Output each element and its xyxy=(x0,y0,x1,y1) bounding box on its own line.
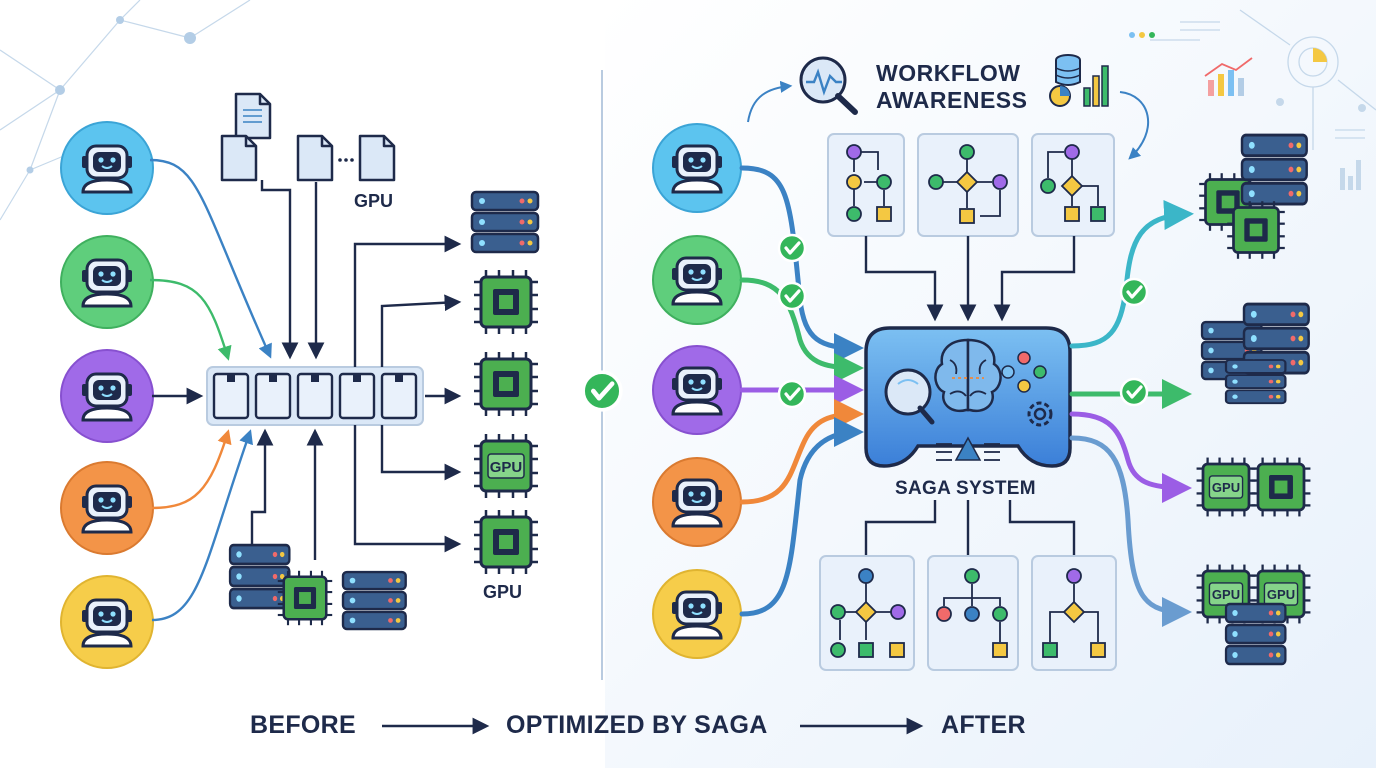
workflow-output-lines xyxy=(864,500,1076,556)
doc-arrows xyxy=(260,180,325,360)
saga-system-label: SAGA SYSTEM xyxy=(895,478,1036,499)
robot-icon xyxy=(670,144,724,194)
cpu-chip-icon xyxy=(472,350,540,418)
robot-icon xyxy=(670,256,724,306)
awareness-arrow xyxy=(1119,91,1149,160)
robot-icon xyxy=(80,258,134,308)
cpu-chip-icon xyxy=(1225,199,1287,261)
document-icon xyxy=(296,134,334,182)
gpu-chip-label: GPU xyxy=(1267,587,1295,602)
network-triangle-icon xyxy=(936,436,1000,461)
network-nodes xyxy=(26,16,196,174)
robot-icon xyxy=(670,366,724,416)
ellipsis-dots xyxy=(338,158,354,162)
server-icon xyxy=(470,190,540,254)
server-icon xyxy=(228,543,291,610)
workflow-graph-icon xyxy=(827,133,905,237)
workflow-graph-icon xyxy=(1031,555,1117,671)
awareness-arrow xyxy=(747,80,793,123)
robot-icon xyxy=(80,144,134,194)
resource-arrows-up xyxy=(250,428,324,560)
workflow-input-arrows xyxy=(864,236,1076,322)
network-decoration xyxy=(0,0,251,221)
cpu-chip-icon xyxy=(472,508,540,576)
optimized-by-saga-label: OPTIMIZED BY SAGA xyxy=(506,711,768,739)
workflow-awareness-title: WORKFLOW xyxy=(876,60,1021,86)
robot-icon xyxy=(670,478,724,528)
workflow-graph-icon xyxy=(927,555,1019,671)
analytics-decoration xyxy=(1150,9,1376,150)
brain-icon xyxy=(934,338,1002,413)
robot-icon xyxy=(80,484,134,534)
workflow-graph-icon xyxy=(1031,133,1115,237)
server-icon xyxy=(1240,133,1309,206)
cpu-chip-icon xyxy=(1250,456,1312,518)
robot-icon xyxy=(670,590,724,640)
check-icon xyxy=(777,233,807,263)
cpu-chip-icon xyxy=(276,569,334,627)
dots-decoration xyxy=(1129,32,1366,112)
check-icon xyxy=(1119,277,1149,307)
robot-icon xyxy=(80,372,134,422)
queue-icon xyxy=(206,366,424,426)
workflow-awareness-title: AWARENESS xyxy=(876,87,1028,113)
pie-chart-icon xyxy=(1313,48,1327,62)
server-icon xyxy=(341,570,407,631)
agent-arrows-left xyxy=(149,158,272,622)
document-icon xyxy=(220,134,258,182)
cpu-chip-icon xyxy=(472,268,540,336)
check-icon xyxy=(777,379,807,409)
after-label: AFTER xyxy=(941,711,1026,739)
before-label: BEFORE xyxy=(250,711,356,739)
document-icon xyxy=(358,134,396,182)
check-icon xyxy=(583,372,621,410)
gpu-chip-label: GPU xyxy=(1212,480,1240,495)
gear-icon xyxy=(1027,401,1053,427)
check-icon xyxy=(777,281,807,311)
robot-icon xyxy=(80,598,134,648)
magnifier-chart-icon xyxy=(799,56,858,115)
workflow-graph-icon xyxy=(917,133,1019,237)
check-icon xyxy=(1119,377,1149,407)
document-lines xyxy=(243,109,262,123)
gpu-label: GPU xyxy=(483,582,523,602)
server-icon xyxy=(1224,602,1287,666)
gpu-label: GPU xyxy=(354,191,394,211)
database-chart-icon xyxy=(1049,54,1109,107)
gpu-chip-label: GPU xyxy=(1212,587,1240,602)
workflow-graph-icon xyxy=(819,555,915,671)
server-icon xyxy=(1224,358,1287,405)
gpu-chip-label: GPU xyxy=(490,459,523,476)
bar-chart-decoration xyxy=(1204,57,1361,190)
queue-output-arrows xyxy=(353,235,462,553)
